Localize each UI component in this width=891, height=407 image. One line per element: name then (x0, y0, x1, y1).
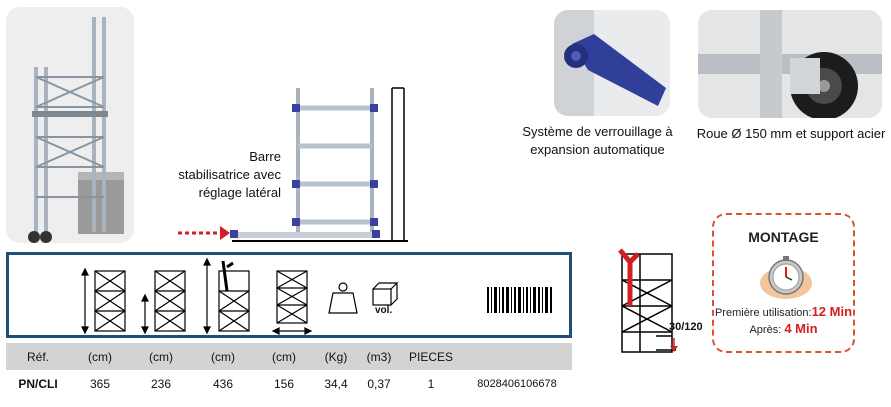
header-weight: (Kg) (314, 343, 358, 370)
height-adjust-label: 30/120 (669, 321, 703, 333)
first-use-value: 12 Min (811, 304, 853, 319)
spec-icons (81, 257, 552, 335)
height-total-icon (203, 257, 250, 335)
locking-system-caption: Système de verrouillage à expansion auto… (520, 123, 675, 159)
cell-weight: 34,4 (314, 370, 358, 397)
locking-system-drawing (554, 10, 670, 116)
locking-caption-line-1: Système de verrouillage à (522, 124, 673, 139)
after-label: Après: (749, 324, 782, 336)
cell-width: 156 (254, 370, 314, 397)
cell-height-total: 436 (192, 370, 254, 397)
cell-volume: 0,37 (358, 370, 400, 397)
weight-icon (328, 282, 358, 314)
spec-icons-frame: vol. (6, 252, 572, 338)
spec-table: Réf. (cm) (cm) (cm) (cm) (Kg) (m3) PIECE… (6, 343, 572, 397)
locking-system-photo (554, 10, 670, 116)
height-floor-icon (141, 270, 186, 335)
stabilizer-caption-line-2: stabilisatrice avec (178, 167, 281, 182)
spec-table-header: Réf. (cm) (cm) (cm) (cm) (Kg) (m3) PIECE… (6, 343, 572, 370)
volume-icon (372, 282, 399, 306)
stabilizer-bar-diagram (178, 87, 408, 242)
wheel-drawing (698, 10, 882, 118)
locking-caption-line-2: expansion automatique (530, 142, 665, 157)
header-ref: Réf. (6, 343, 70, 370)
montage-first-use: Première utilisation:12 Min (714, 304, 853, 319)
cell-barcode: 8028406106678 (462, 370, 572, 397)
header-pieces: PIECES (400, 343, 462, 370)
header-height-total: (cm) (192, 343, 254, 370)
wheel-photo (698, 10, 882, 118)
header-height-working: (cm) (70, 343, 130, 370)
stabilizer-caption: Barre stabilisatrice avec réglage latéra… (176, 148, 281, 202)
first-use-label: Première utilisation: (714, 307, 812, 319)
stabilizer-caption-line-1: Barre (249, 149, 281, 164)
stopwatch-icon (760, 256, 812, 299)
header-height-floor: (cm) (130, 343, 192, 370)
barcode-icon (487, 287, 552, 313)
montage-after: Après: 4 Min (714, 321, 853, 336)
header-width: (cm) (254, 343, 314, 370)
wheel-caption: Roue Ø 150 mm et support acier (696, 126, 886, 141)
scaffold-photo-drawing (6, 7, 134, 243)
height-working-icon (81, 267, 126, 335)
cell-pieces: 1 (400, 370, 462, 397)
cell-height-working: 365 (70, 370, 130, 397)
header-volume: (m3) (358, 343, 400, 370)
height-adjust-diagram (618, 248, 678, 353)
montage-title: MONTAGE (748, 229, 819, 245)
after-value: 4 Min (784, 321, 818, 336)
scaffold-photo (6, 7, 134, 243)
cell-height-floor: 236 (130, 370, 192, 397)
montage-box: MONTAGE Première utilisation:12 Min Aprè… (712, 213, 855, 353)
cell-ref: PN/CLI (6, 370, 70, 397)
volume-label: vol. (375, 305, 393, 316)
width-icon (271, 270, 313, 335)
header-barcode (462, 343, 572, 370)
spec-table-row: PN/CLI 365 236 436 156 34,4 0,37 1 80284… (6, 370, 572, 397)
stabilizer-caption-line-3: réglage latéral (198, 185, 281, 200)
